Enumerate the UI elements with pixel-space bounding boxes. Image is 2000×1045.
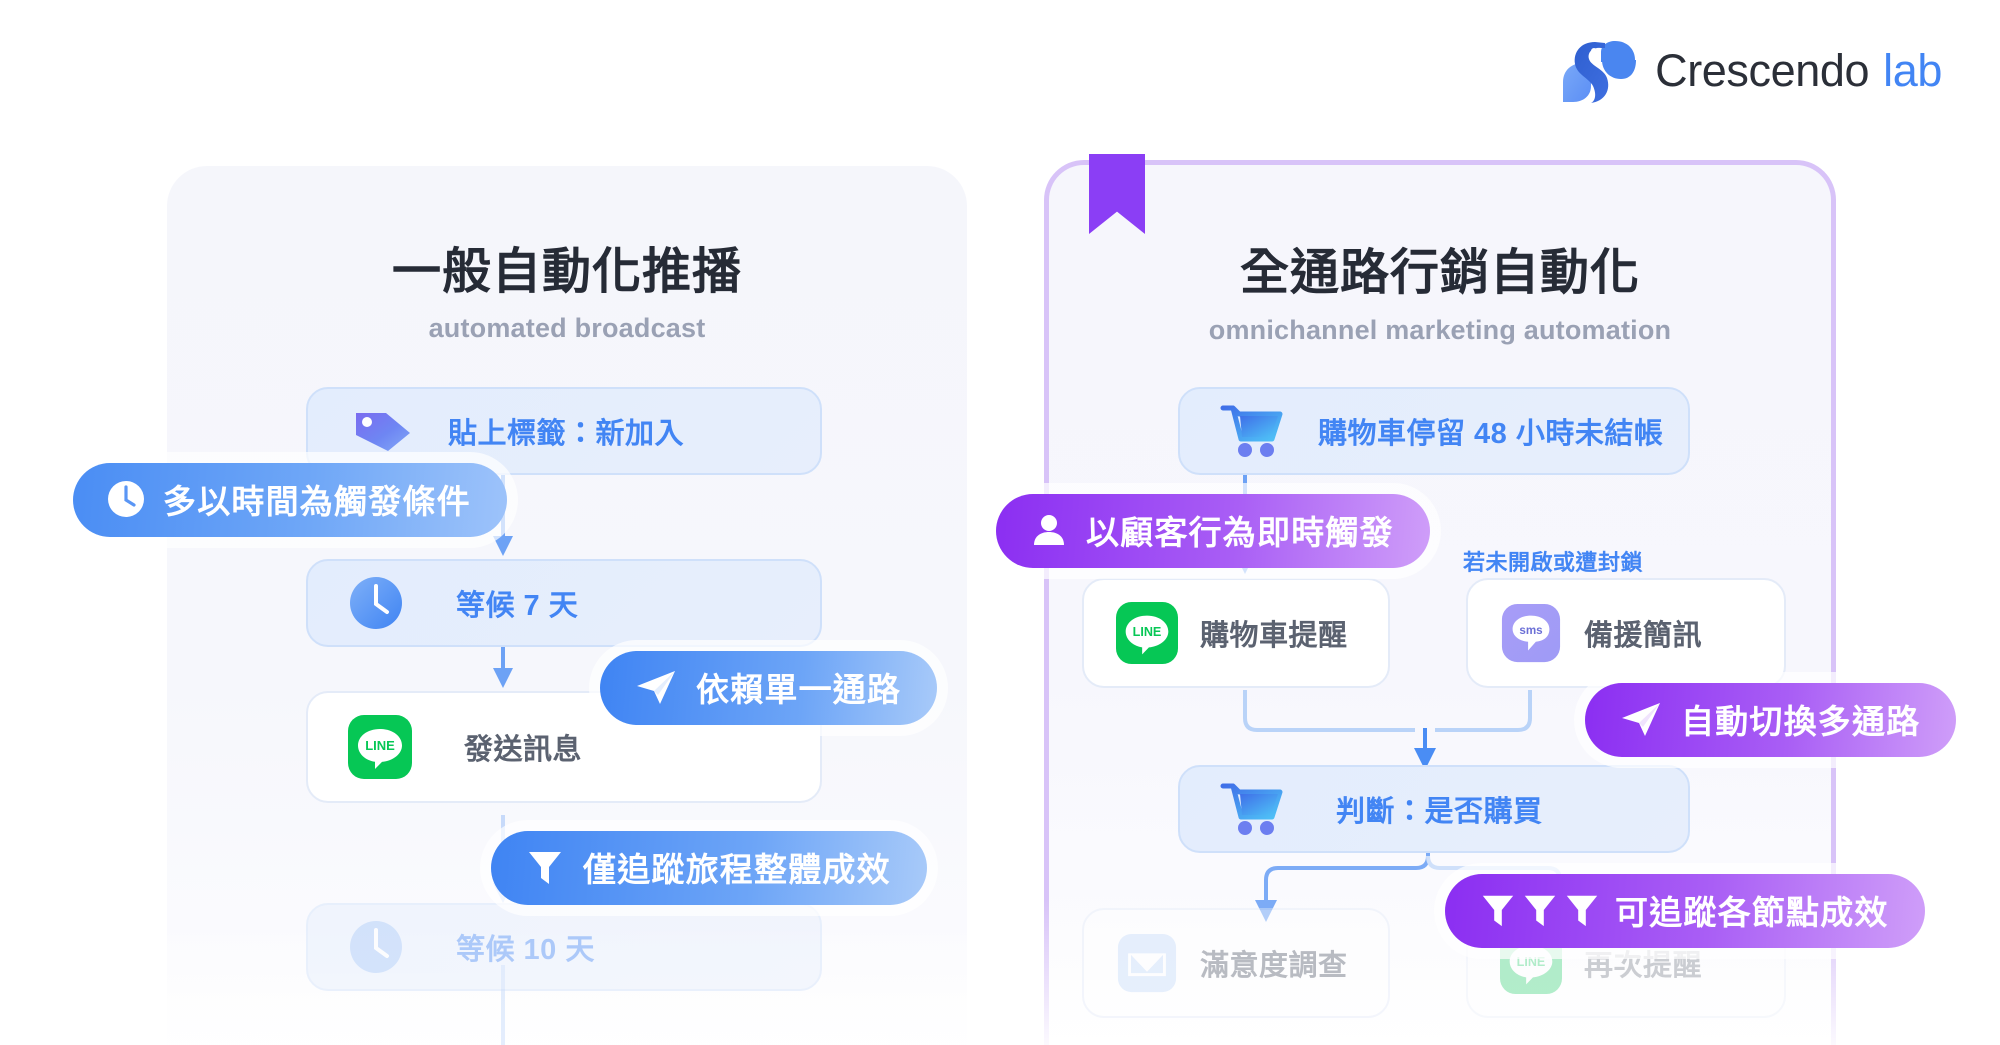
- left-node-wait-7[interactable]: 等候 7 天: [306, 559, 822, 647]
- svg-text:LINE: LINE: [365, 738, 395, 753]
- right-callout-behavior-trigger[interactable]: 以顧客行為即時觸發: [985, 483, 1441, 579]
- right-callout-3-label: 可追蹤各節點成效: [1615, 894, 1889, 931]
- right-callout-node-tracking[interactable]: 可追蹤各節點成效: [1434, 863, 1936, 959]
- left-callout-2-label: 依賴單一通路: [696, 671, 902, 708]
- clock-icon: [350, 577, 402, 629]
- left-node-tag-label: 貼上標籤：新加入: [448, 418, 685, 450]
- brand-logo: Crescendo lab: [1561, 38, 1942, 104]
- right-node-satisfaction-survey[interactable]: 滿意度調查: [1082, 908, 1390, 1018]
- left-node-tag[interactable]: 貼上標籤：新加入: [306, 387, 822, 475]
- cart-icon: [1220, 405, 1283, 457]
- left-panel-title: 一般自動化推播: [391, 245, 742, 299]
- left-node-wait-10[interactable]: 等候 10 天: [306, 903, 822, 991]
- left-connector-4: [501, 965, 505, 1045]
- left-node-wait-10-label: 等候 10 天: [456, 934, 595, 966]
- right-callout-2-label: 自動切換多通路: [1681, 703, 1921, 740]
- right-node-line-reminder-label: 購物車提醒: [1200, 620, 1348, 652]
- right-branch-caption: 若未開啟或遭封鎖: [1463, 550, 1644, 575]
- right-node-decision-purchase-label: 判斷：是否購買: [1336, 796, 1543, 828]
- pelican-logo-icon: [1563, 41, 1637, 103]
- left-panel-subtitle: automated broadcast: [428, 313, 706, 343]
- line-icon: LINE: [348, 715, 412, 779]
- left-node-send-message-label: 發送訊息: [464, 734, 583, 766]
- right-node-line-reminder[interactable]: LINE 購物車提醒: [1082, 578, 1390, 688]
- tag-icon: [356, 413, 410, 451]
- left-callout-1-label: 多以時間為觸發條件: [163, 483, 471, 520]
- right-node-satisfaction-survey-label: 滿意度調查: [1200, 950, 1348, 982]
- right-panel-title: 全通路行銷自動化: [1239, 246, 1640, 300]
- right-node-cart-abandon[interactable]: 購物車停留 48 小時未結帳: [1178, 387, 1690, 475]
- svg-text:sms: sms: [1519, 624, 1542, 637]
- left-callout-journey-only[interactable]: 僅追蹤旅程整體成效: [480, 820, 938, 916]
- send-icon: [637, 671, 675, 704]
- send-icon: [1622, 703, 1660, 736]
- envelope-icon: [1117, 933, 1177, 993]
- funnel-icon: [529, 852, 561, 884]
- brand-name-primary: Crescendo: [1655, 45, 1870, 96]
- funnel-icon-group: [1479, 890, 1601, 930]
- brand-name-secondary: lab: [1883, 45, 1942, 96]
- clock-icon: [108, 481, 144, 517]
- right-callout-1-label: 以顧客行為即時觸發: [1086, 514, 1394, 551]
- funnel-icon: [1566, 895, 1598, 927]
- left-callout-time-trigger[interactable]: 多以時間為觸發條件: [62, 452, 518, 548]
- person-icon: [1034, 515, 1064, 545]
- cart-icon: [1220, 783, 1283, 835]
- left-callout-single-channel[interactable]: 依賴單一通路: [589, 640, 949, 736]
- funnel-icon: [1524, 895, 1556, 927]
- right-node-sms-backup-label: 備援簡訊: [1584, 620, 1703, 652]
- right-connector-merge: [1243, 690, 1532, 770]
- svg-text:LINE: LINE: [1133, 625, 1162, 639]
- right-node-sms-backup[interactable]: sms 備援簡訊: [1466, 578, 1786, 688]
- brand-wordmark: Crescendo lab: [1655, 45, 1942, 97]
- right-node-decision-purchase[interactable]: 判斷：是否購買: [1178, 765, 1690, 853]
- right-panel-subtitle: omnichannel marketing automation: [1208, 315, 1672, 345]
- left-callout-3-label: 僅追蹤旅程整體成效: [583, 851, 891, 888]
- funnel-icon: [1482, 895, 1514, 927]
- left-node-wait-7-label: 等候 7 天: [456, 590, 579, 622]
- right-node-cart-abandon-label: 購物車停留 48 小時未結帳: [1318, 418, 1664, 450]
- right-callout-multi-channel[interactable]: 自動切換多通路: [1574, 672, 1968, 768]
- line-icon: LINE: [1116, 602, 1178, 664]
- sms-icon: sms: [1501, 603, 1561, 663]
- clock-icon: [350, 921, 402, 973]
